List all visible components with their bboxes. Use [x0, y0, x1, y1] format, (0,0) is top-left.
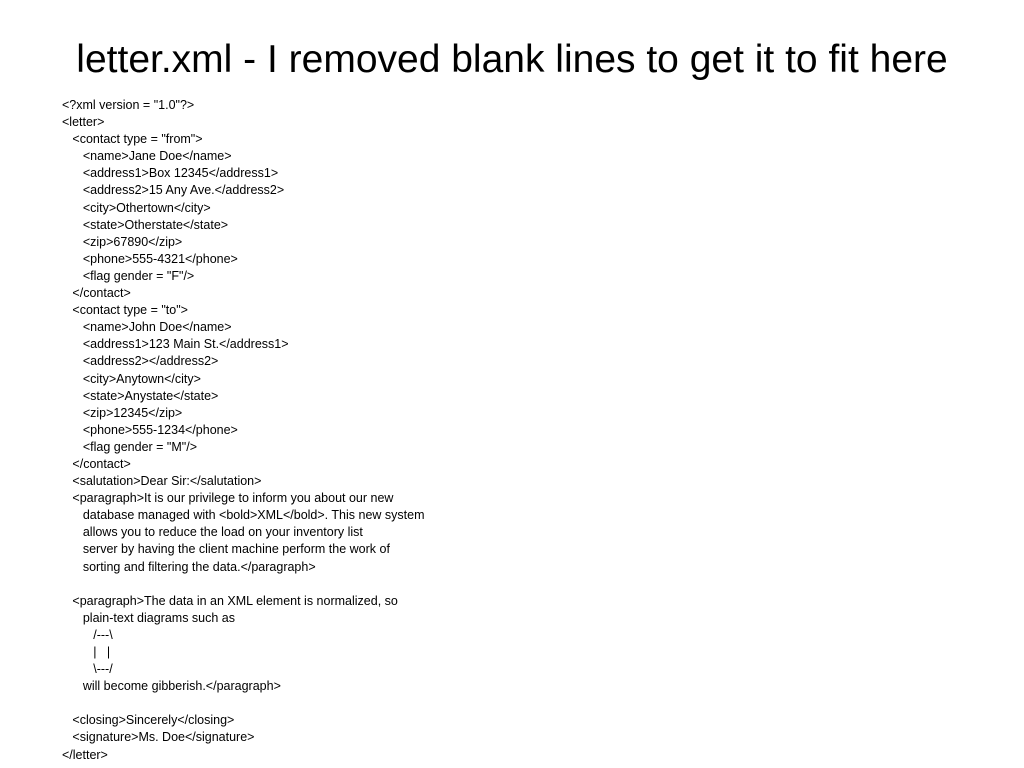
code-line: <address2>15 Any Ave.</address2> — [62, 183, 285, 198]
code-line: <name>Jane Doe</name> — [62, 149, 232, 164]
code-line: | | — [62, 645, 111, 659]
code-line: </letter> — [62, 747, 108, 762]
xml-code-listing: <?xml version = "1.0"?> <letter> <contac… — [62, 97, 424, 764]
code-line: allows you to reduce the load on your in… — [62, 525, 363, 540]
code-line: /---\ — [62, 627, 113, 642]
code-line: <zip>67890</zip> — [62, 234, 183, 249]
code-line: </contact> — [62, 286, 131, 301]
code-line: <paragraph>It is our privilege to inform… — [62, 491, 394, 506]
code-line: <state>Otherstate</state> — [62, 217, 229, 232]
code-line: <flag gender = "M"/> — [62, 439, 197, 454]
code-line: <contact type = "from"> — [62, 132, 203, 147]
code-line — [62, 576, 424, 593]
code-line: <address1>123 Main St.</address1> — [62, 337, 289, 352]
code-line: <signature>Ms. Doe</signature> — [62, 730, 255, 745]
code-line: <phone>555-1234</phone> — [62, 422, 238, 437]
code-line: <state>Anystate</state> — [62, 388, 219, 403]
code-line: <address1>Box 12345</address1> — [62, 166, 279, 181]
code-line: will become gibberish.</paragraph> — [62, 679, 281, 694]
code-line: <?xml version = "1.0"?> — [62, 98, 195, 112]
code-line: <city>Othertown</city> — [62, 200, 211, 215]
code-line: <zip>12345</zip> — [62, 405, 183, 420]
code-line: </contact> — [62, 456, 131, 471]
code-line: sorting and filtering the data.</paragra… — [62, 559, 316, 574]
code-line: <closing>Sincerely</closing> — [62, 713, 235, 728]
code-line: <flag gender = "F"/> — [62, 268, 195, 283]
code-line: <letter> — [62, 115, 105, 130]
code-line — [62, 695, 424, 712]
code-line: plain-text diagrams such as — [62, 610, 235, 625]
code-line: <phone>555-4321</phone> — [62, 251, 238, 266]
code-line: <salutation>Dear Sir:</salutation> — [62, 474, 262, 489]
code-line: <contact type = "to"> — [62, 303, 188, 318]
slide-title: letter.xml - I removed blank lines to ge… — [76, 38, 948, 81]
code-line: <address2></address2> — [62, 354, 219, 369]
code-line: \---/ — [62, 662, 113, 677]
code-line: <city>Anytown</city> — [62, 371, 201, 386]
code-line: database managed with <bold>XML</bold>. … — [62, 508, 425, 523]
code-line: <name>John Doe</name> — [62, 320, 232, 335]
code-line: <paragraph>The data in an XML element is… — [62, 593, 398, 608]
code-line: server by having the client machine perf… — [62, 542, 390, 557]
